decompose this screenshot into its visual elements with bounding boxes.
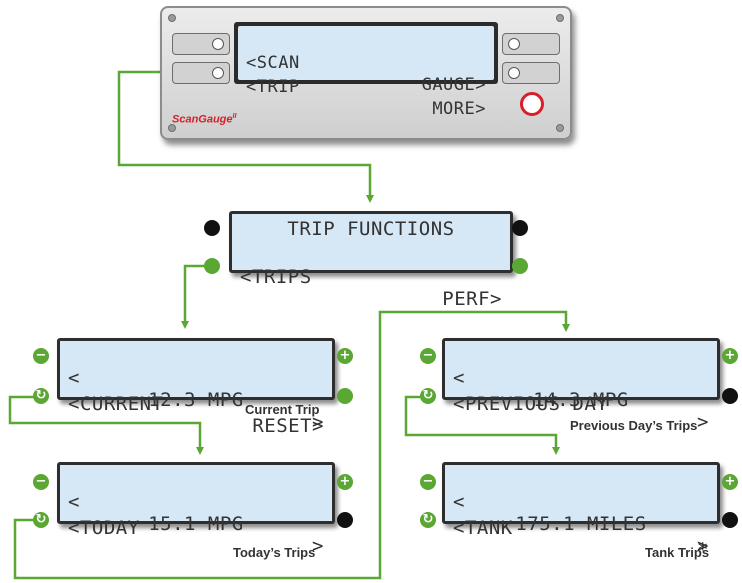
plus-button-icon[interactable]: + [337,474,353,490]
cycle-button-icon[interactable]: ↻ [420,388,436,404]
cycle-button-icon[interactable]: ↻ [33,512,49,528]
next-arrow-label: > [312,411,324,433]
power-button[interactable] [520,92,544,116]
tank-label: <TANK [453,517,513,539]
cycle-button-icon[interactable]: ↻ [420,512,436,528]
current-trip-panel: < 12.3 MPG > <CURRENT RESET> [57,338,335,437]
prev-arrow-label: < [68,491,80,513]
reset-label: RESET> [252,415,324,437]
arrow-trips-to-current-trip [181,264,212,329]
current-trip-caption: Current Trip [245,402,320,417]
minus-button-icon[interactable]: − [420,348,436,364]
next-arrow-label: > [697,535,709,557]
tank-trips-caption: Tank Trips [645,545,710,560]
todays-trips-panel: < 15.1 MPG > <TODAY [57,462,335,557]
next-arrow-label: > [697,411,709,433]
screw-icon [556,124,564,132]
button-dot-icon[interactable] [204,220,220,236]
gauge-label: GAUGE> [421,75,486,95]
minus-button-icon[interactable]: − [420,474,436,490]
button-dot-icon[interactable] [722,512,738,528]
device-screen-bezel: <SCAN GAUGE> <TRIP MORE> [234,22,498,119]
trip-button[interactable] [172,62,230,84]
arrow-current-to-today [8,395,204,455]
screw-icon [168,124,176,132]
button-dot-icon[interactable] [722,388,738,404]
button-dot-icon[interactable] [512,220,528,236]
mpg-readout: 12.3 MPG [148,389,244,411]
next-arrow-label: > [312,535,324,557]
screw-icon [556,14,564,22]
plus-button-icon[interactable]: + [722,348,738,364]
plus-button-icon[interactable]: + [337,348,353,364]
mpg-readout: 14.3 MPG [533,389,629,411]
screw-icon [168,14,176,22]
gauge-button[interactable] [502,33,560,55]
prev-arrow-label: < [453,367,465,389]
more-label: MORE> [432,99,486,119]
miles-readout: 175.1 MILES [515,513,647,535]
arrow-today-to-previous-day [13,310,570,580]
trips-button-dot-icon[interactable] [204,258,220,274]
asterisk-label: * [697,539,709,561]
mpg-readout: 15.1 MPG [148,513,244,535]
arrow-trip-to-trip-functions [117,70,374,203]
plus-button-icon[interactable]: + [722,474,738,490]
scan-button[interactable] [172,33,230,55]
trip-label: <TRIP [246,77,300,97]
previous-day-caption: Previous Day’s Trips [570,418,698,433]
previous-day-label: <PREVIOUS DAY [453,393,609,415]
button-dot-icon[interactable] [337,512,353,528]
prev-arrow-label: < [68,367,80,389]
perf-label: PERF> [442,288,502,310]
scan-label: <SCAN [246,53,300,73]
more-button[interactable] [502,62,560,84]
trip-functions-title: TRIP FUNCTIONS [287,218,455,240]
previous-day-panel: < 14.3 MPG > <PREVIOUS DAY [442,338,720,433]
tank-trips-panel: < 175.1 MILES > <TANK * [442,462,720,561]
trips-label: <TRIPS [240,266,312,288]
current-label: <CURRENT [68,393,164,415]
device-screen: <SCAN GAUGE> <TRIP MORE> [238,26,494,119]
todays-trips-caption: Today’s Trips [233,545,316,560]
minus-button-icon[interactable]: − [33,474,49,490]
trip-functions-panel: TRIP FUNCTIONS <TRIPS PERF> [229,211,513,310]
minus-button-icon[interactable]: − [33,348,49,364]
arrow-previous-day-to-tank [404,395,560,455]
today-label: <TODAY [68,517,140,539]
perf-button-dot-icon[interactable] [512,258,528,274]
reset-button-dot-icon[interactable] [337,388,353,404]
scangauge-device: <SCAN GAUGE> <TRIP MORE> ScanGaugeII [160,6,572,140]
prev-arrow-label: < [453,491,465,513]
brand-logo: ScanGaugeII [172,113,237,126]
cycle-button-icon[interactable]: ↻ [33,388,49,404]
